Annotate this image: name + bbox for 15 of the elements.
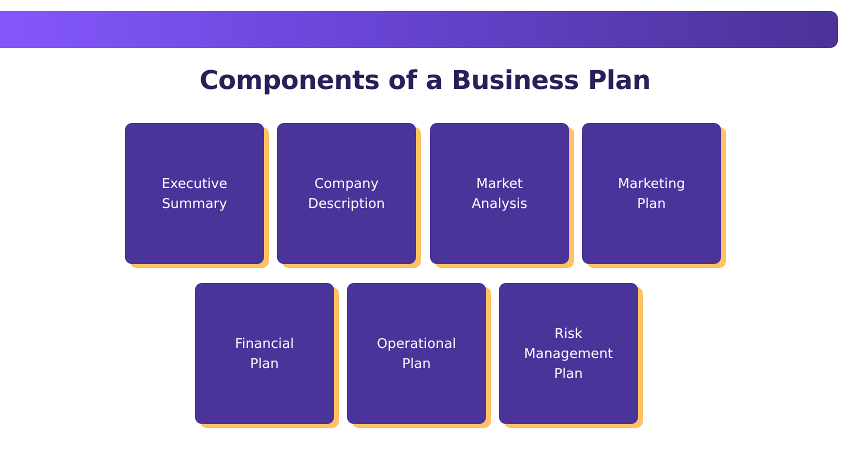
component-card xyxy=(499,283,638,424)
component-card xyxy=(195,283,334,424)
card-label: Operational Plan xyxy=(376,334,456,374)
card-label: Financial Plan xyxy=(234,334,294,374)
component-card xyxy=(125,123,264,264)
card-label: Executive Summary xyxy=(162,174,228,214)
card-label: Risk Management Plan xyxy=(524,324,613,384)
component-card xyxy=(582,123,721,264)
card-label: Company Description xyxy=(308,174,385,214)
component-card xyxy=(347,283,486,424)
diagram-title: Components of a Business Plan xyxy=(199,66,651,96)
component-card xyxy=(277,123,416,264)
card-label: Market Analysis xyxy=(472,174,528,214)
component-card xyxy=(430,123,569,264)
card-label: Marketing Plan xyxy=(618,174,686,214)
